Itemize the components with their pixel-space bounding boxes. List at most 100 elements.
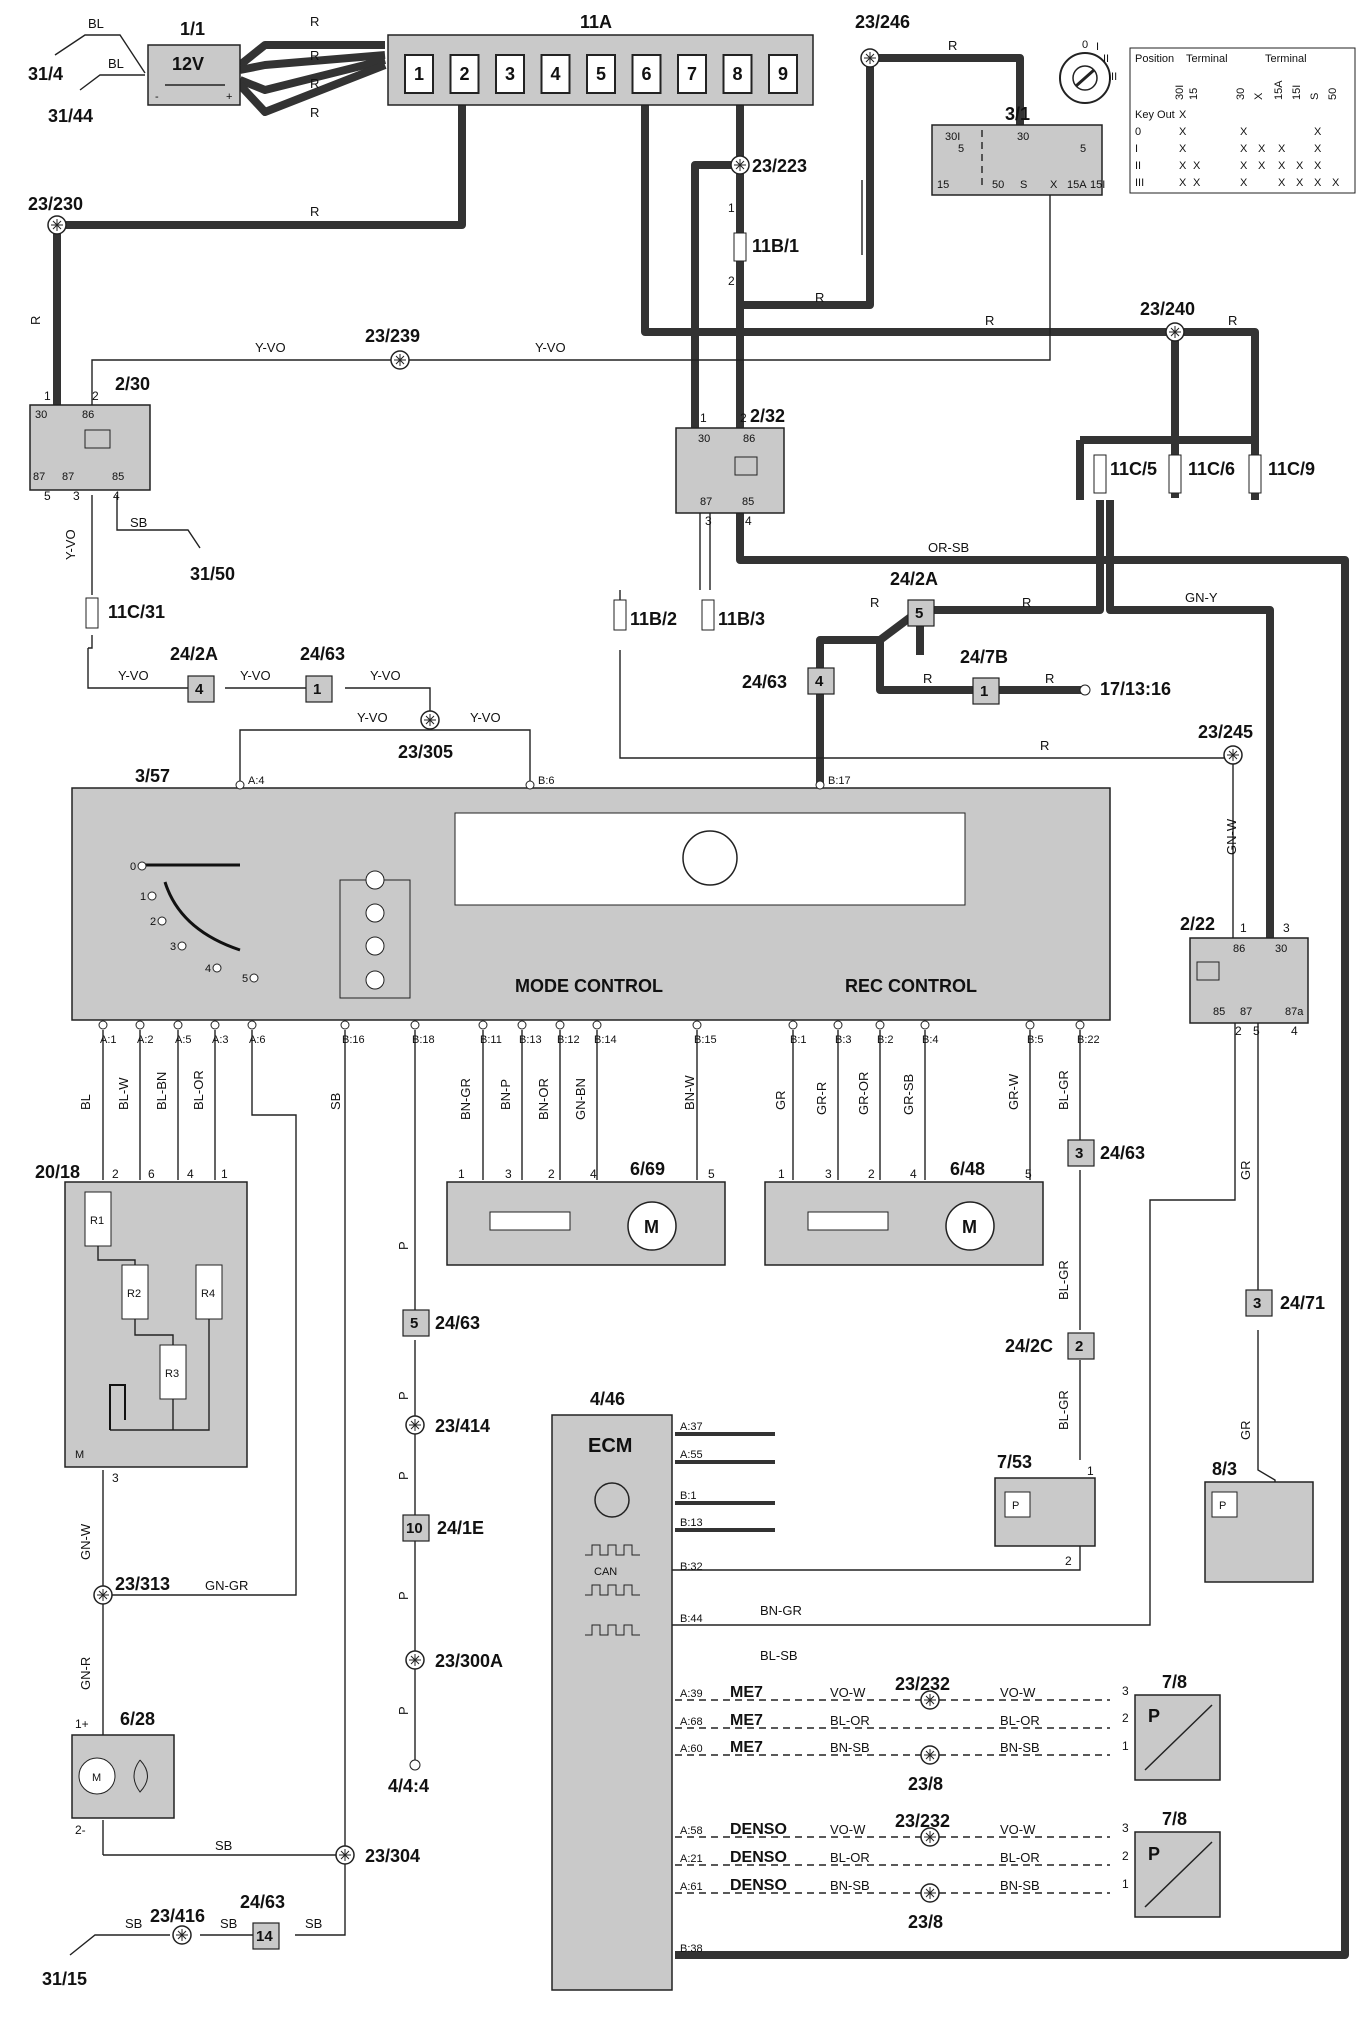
switch-position-label: 5 (242, 973, 248, 985)
ecm-4-46: 4/46 ECM CAN A:37A:55B:1B:13B:32B:44B:38… (551, 1389, 1040, 1991)
key-cell: X (1193, 160, 1201, 172)
svg-text:R: R (1040, 738, 1049, 753)
module-pin-label: B:11 (480, 1034, 502, 1046)
svg-text:30: 30 (1017, 131, 1029, 143)
col-terminal-1: Terminal (1186, 53, 1228, 65)
fuse-slot-label: 3 (505, 64, 515, 84)
switch-position-label: 0 (130, 861, 136, 873)
upper-wire-labels: R R R R R R Y-VO Y-VO OR-SB GN-Y R R R R… (28, 38, 1239, 855)
svg-text:1: 1 (1087, 1464, 1094, 1478)
svg-text:R: R (310, 14, 319, 29)
key-cell: X (1179, 109, 1187, 121)
svg-text:4: 4 (187, 1167, 194, 1181)
pressure-sensor-7-53: 7/53 P 1 2 (994, 1452, 1096, 1568)
fuse-11c6: 11C/6 (1188, 459, 1235, 479)
svg-text:R: R (1045, 671, 1054, 686)
relay-2-30-id: 2/30 (115, 374, 150, 394)
relay-2-22: 2/22 86 30 85 87 87a 1 3 2 5 4 (1180, 914, 1309, 1038)
svg-text:2: 2 (1065, 1554, 1072, 1568)
fuse-slot-label: 9 (778, 64, 788, 84)
svg-text:X: X (1050, 179, 1058, 191)
key-cell: X (1193, 177, 1201, 189)
key-cell: X (1179, 126, 1187, 138)
wire-color-label: BL-OR (191, 1070, 206, 1110)
blower-resistor-id: 20/18 (35, 1162, 80, 1182)
wire-color-label: BL-OR (830, 1713, 870, 1728)
relay-2-32: 2/32 30 86 87 85 1 2 3 4 (675, 406, 785, 528)
wire-color-label: GR-OR (856, 1072, 871, 1115)
connector-id: 24/2C (1005, 1336, 1053, 1356)
svg-text:15I: 15I (1090, 179, 1105, 191)
module-pin-bottom: A:6 (247, 1020, 266, 1046)
ecm-pin-system: DENSO (730, 1849, 787, 1866)
fuse-11c9: 11C/9 (1268, 459, 1315, 479)
svg-text:3: 3 (505, 1167, 512, 1181)
svg-text:3: 3 (1122, 1684, 1129, 1698)
svg-text:Y-VO: Y-VO (255, 340, 286, 355)
sensor-7-53-p: P (1012, 1500, 1019, 1512)
connector-box: 124/7B (960, 647, 1008, 705)
svg-text:2: 2 (1235, 1024, 1242, 1038)
wire-color-label: P (396, 1706, 411, 1715)
module-pin-top: A:4 (235, 775, 265, 790)
module-pin-label: B:2 (877, 1034, 894, 1046)
key-cell: X (1314, 126, 1322, 138)
connector-box: 424/63 (742, 667, 835, 695)
rec-motor-m: M (962, 1217, 977, 1237)
wire-color-label: GR (773, 1091, 788, 1111)
svg-text:R: R (28, 316, 43, 325)
connector-id: 24/7B (960, 647, 1008, 667)
ecm-pin-system: ME7 (730, 1684, 763, 1701)
connector-pin: 3 (1075, 1145, 1083, 1162)
svg-text:85: 85 (1213, 1006, 1225, 1018)
svg-text:2: 2 (1122, 1849, 1129, 1863)
svg-text:2: 2 (112, 1167, 119, 1181)
ecm-pin: A:60 (680, 1743, 703, 1755)
splice: 23/232 (895, 1674, 950, 1710)
svg-text:1: 1 (458, 1167, 465, 1181)
splice-label: 23/8 (908, 1912, 943, 1932)
wire-color-label: VO-W (830, 1685, 866, 1700)
svg-text:Y-VO: Y-VO (357, 710, 388, 725)
svg-text:5: 5 (708, 1167, 715, 1181)
wire-color-label: BL-SB (760, 1648, 798, 1663)
switch-position: 1 (140, 891, 157, 903)
splice: 23/239 (365, 326, 420, 370)
key-cell: X (1240, 126, 1248, 138)
wire-r-labels: R R R R (310, 14, 319, 120)
sensor-8-3-id: 8/3 (1212, 1459, 1237, 1479)
svg-text:SB: SB (130, 515, 147, 530)
splice: 23/414 (405, 1415, 490, 1436)
wire-color-label: VO-W (1000, 1822, 1036, 1837)
wire-color-label: BN-OR (536, 1078, 551, 1120)
svg-text:1: 1 (44, 389, 51, 403)
svg-text:R: R (870, 595, 879, 610)
sensor-7-8-b-p: P (1148, 1844, 1160, 1864)
pressure-sensor-8-3: 8/3 P (1204, 1459, 1314, 1583)
module-pin-label: B:5 (1027, 1034, 1044, 1046)
svg-text:4: 4 (590, 1167, 597, 1181)
module-pin-label: B:17 (828, 775, 851, 787)
module-pin-label: A:6 (249, 1034, 266, 1046)
svg-text:2: 2 (92, 389, 99, 403)
fuse-11c5: 11C/5 (1110, 459, 1157, 479)
svg-text:1: 1 (1240, 921, 1247, 935)
module-pin-bottom: B:2 (875, 1020, 894, 1046)
module-pin-label: A:2 (137, 1034, 154, 1046)
rec-motor-id: 6/48 (950, 1159, 985, 1179)
svg-text:50: 50 (992, 179, 1004, 191)
wire-color-label: BL-OR (1000, 1850, 1040, 1865)
key-cell: X (1314, 177, 1322, 189)
svg-text:R: R (923, 671, 932, 686)
svg-text:5: 5 (44, 489, 51, 503)
svg-text:S: S (1020, 179, 1027, 191)
fuse-slot-label: 4 (551, 64, 561, 84)
connector-pin: 10 (406, 1520, 423, 1537)
ground-31-44: 31/44 (48, 106, 93, 126)
wire-color-label: BN-SB (830, 1740, 870, 1755)
module-id: 3/57 (135, 766, 170, 786)
